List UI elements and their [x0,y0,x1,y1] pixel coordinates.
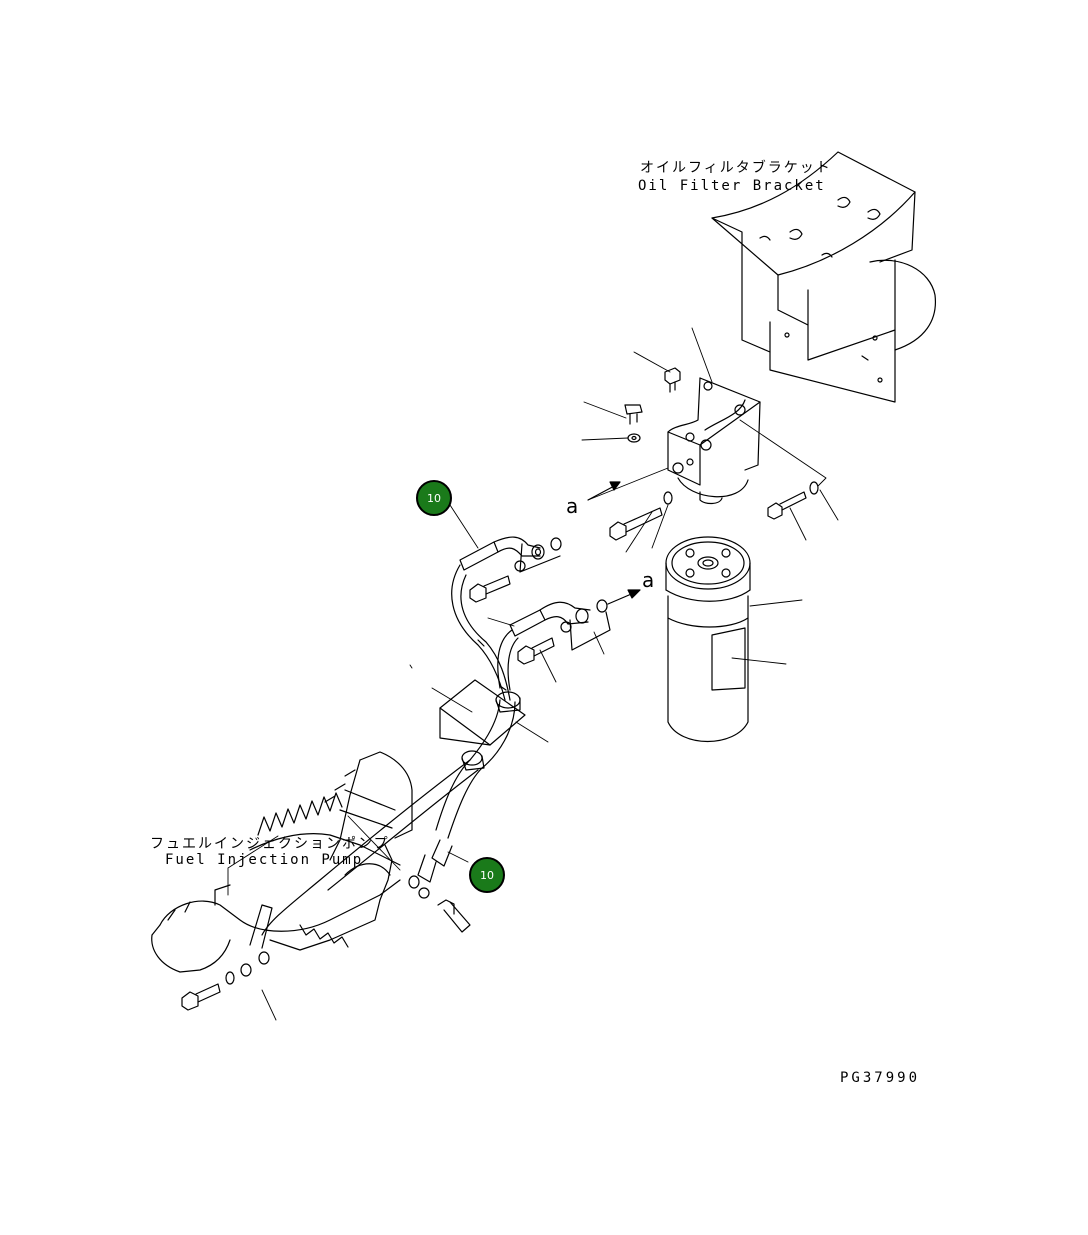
drawing-code: PG37990 [840,1070,921,1086]
clamp-plate [439,679,526,746]
head-fittings [624,367,681,443]
fuel-injection-pump [151,751,413,973]
oil-filter-bracket-label-en: Oil Filter Bracket [638,178,826,194]
hose-bolts [181,575,555,1011]
callout-part-10-lower[interactable]: 10 [469,857,505,893]
filter-head [667,377,761,505]
callout-part-10-upper[interactable]: 10 [416,480,452,516]
view-arrow-label-lower: a [642,568,655,592]
fuel-injection-pump-label-jp: フュエルインジェクションポンプ [150,836,390,852]
oil-filter-bracket [711,151,937,403]
oil-hoses [261,536,611,936]
view-arrows [587,481,641,605]
mounting-bolt-long [609,491,673,541]
oil-filter-bracket-label-jp: オイルフィルタブラケット [640,160,832,176]
oil-filter-cartridge [665,536,751,742]
view-arrow-label-upper: a [566,494,579,518]
leader-lines [227,327,839,1021]
mounting-bolt-short [767,481,819,520]
fuel-injection-pump-label-en: Fuel Injection Pump [165,852,364,868]
